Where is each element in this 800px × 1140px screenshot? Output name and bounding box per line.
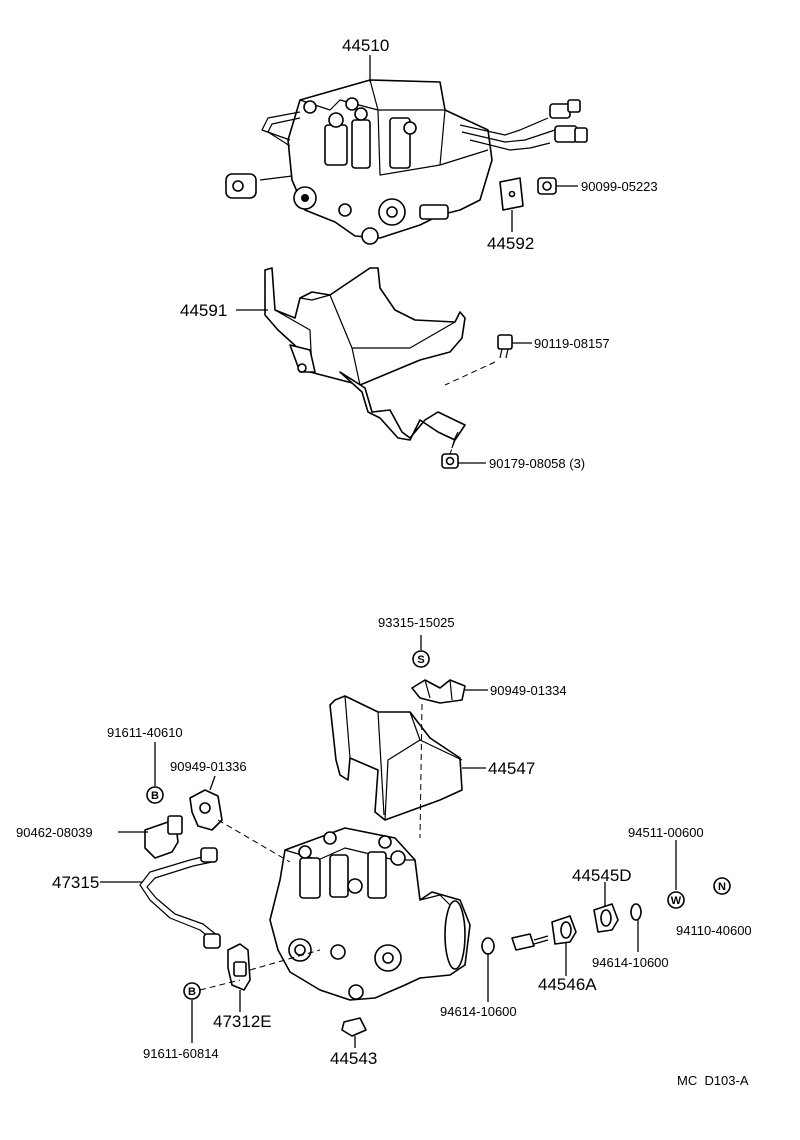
label-94614-10600-right: 94614-10600 <box>592 955 669 970</box>
label-91611-40610: 91611-40610 <box>107 725 183 740</box>
label-44547: 44547 <box>488 759 535 778</box>
guide-line <box>444 361 496 386</box>
label-90179-08058: 90179-08058 (3) <box>489 456 585 471</box>
footer-code: MC D103-A <box>677 1073 749 1088</box>
label-44591: 44591 <box>180 301 227 320</box>
badge-n-letter: N <box>718 881 726 893</box>
label-94110-40600: 94110-40600 <box>676 923 752 938</box>
label-90462-08039: 90462-08039 <box>16 825 93 840</box>
label-44546a: 44546A <box>538 975 597 994</box>
label-90119-08157: 90119-08157 <box>534 336 610 351</box>
label-93315-15025: 93315-15025 <box>378 615 455 630</box>
guide-line <box>449 439 456 455</box>
label-91611-60814: 91611-60814 <box>143 1046 219 1061</box>
label-94511-00600: 94511-00600 <box>628 825 704 840</box>
badge-b-lower: B <box>183 982 201 1000</box>
label-44592: 44592 <box>487 234 534 253</box>
label-47315: 47315 <box>52 873 99 892</box>
actuator-assembly-top <box>225 79 588 245</box>
badge-b-lower-letter: B <box>188 986 196 998</box>
badge-b-upper: B <box>146 786 164 804</box>
label-44510: 44510 <box>342 36 389 55</box>
badge-s-letter: S <box>417 654 424 666</box>
leader-lines-top <box>236 55 578 464</box>
label-94614-10600-left: 94614-10600 <box>440 1004 517 1019</box>
leader-lines-bottom <box>100 635 677 1048</box>
label-44543: 44543 <box>330 1049 377 1068</box>
label-90949-01336: 90949-01336 <box>170 759 247 774</box>
badge-w-letter: W <box>671 895 682 907</box>
guide-lines-bottom <box>199 703 423 991</box>
label-90949-01334: 90949-01334 <box>490 683 567 698</box>
bracket-44591 <box>264 267 513 469</box>
badge-s: S <box>412 650 430 668</box>
label-47312e: 47312E <box>213 1012 272 1031</box>
label-44545d: 44545D <box>572 866 632 885</box>
label-90099-05223: 90099-05223 <box>581 179 658 194</box>
badge-b-upper-letter: B <box>151 790 159 802</box>
badge-w: W <box>667 891 685 909</box>
badge-n: N <box>713 877 731 895</box>
actuator-assembly-bottom <box>139 679 642 1037</box>
